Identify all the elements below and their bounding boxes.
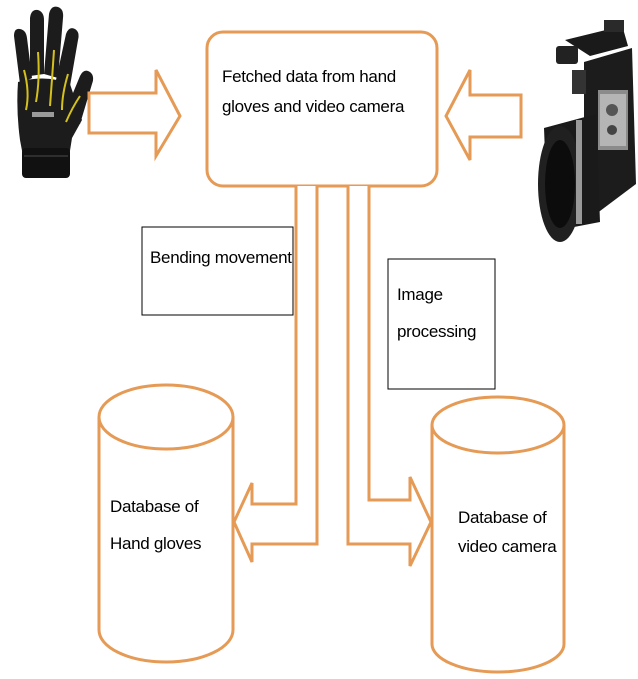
fetched-data-box: [205, 30, 439, 188]
box-to-gloves-connector: [232, 186, 319, 563]
camera-to-box-arrow: [444, 69, 523, 161]
db-gloves-label: Database of Hand gloves: [110, 497, 202, 554]
bending-movement-label: Bending movement: [150, 248, 292, 267]
db-gloves-cylinder: [97, 383, 235, 664]
bending-movement-box: [141, 226, 294, 316]
image-processing-label: Image processing: [397, 285, 477, 342]
box-to-camera-connector: [346, 186, 433, 567]
video-camera-icon: [538, 20, 636, 242]
fetched-data-label: Fetched data from hand gloves and video …: [222, 67, 405, 116]
image-processing-box: [387, 258, 496, 390]
db-camera-label: Database of video camera: [458, 508, 557, 556]
db-camera-cylinder: [430, 395, 566, 674]
glove-to-box-arrow: [87, 69, 182, 162]
hand-glove-icon: [14, 6, 94, 178]
